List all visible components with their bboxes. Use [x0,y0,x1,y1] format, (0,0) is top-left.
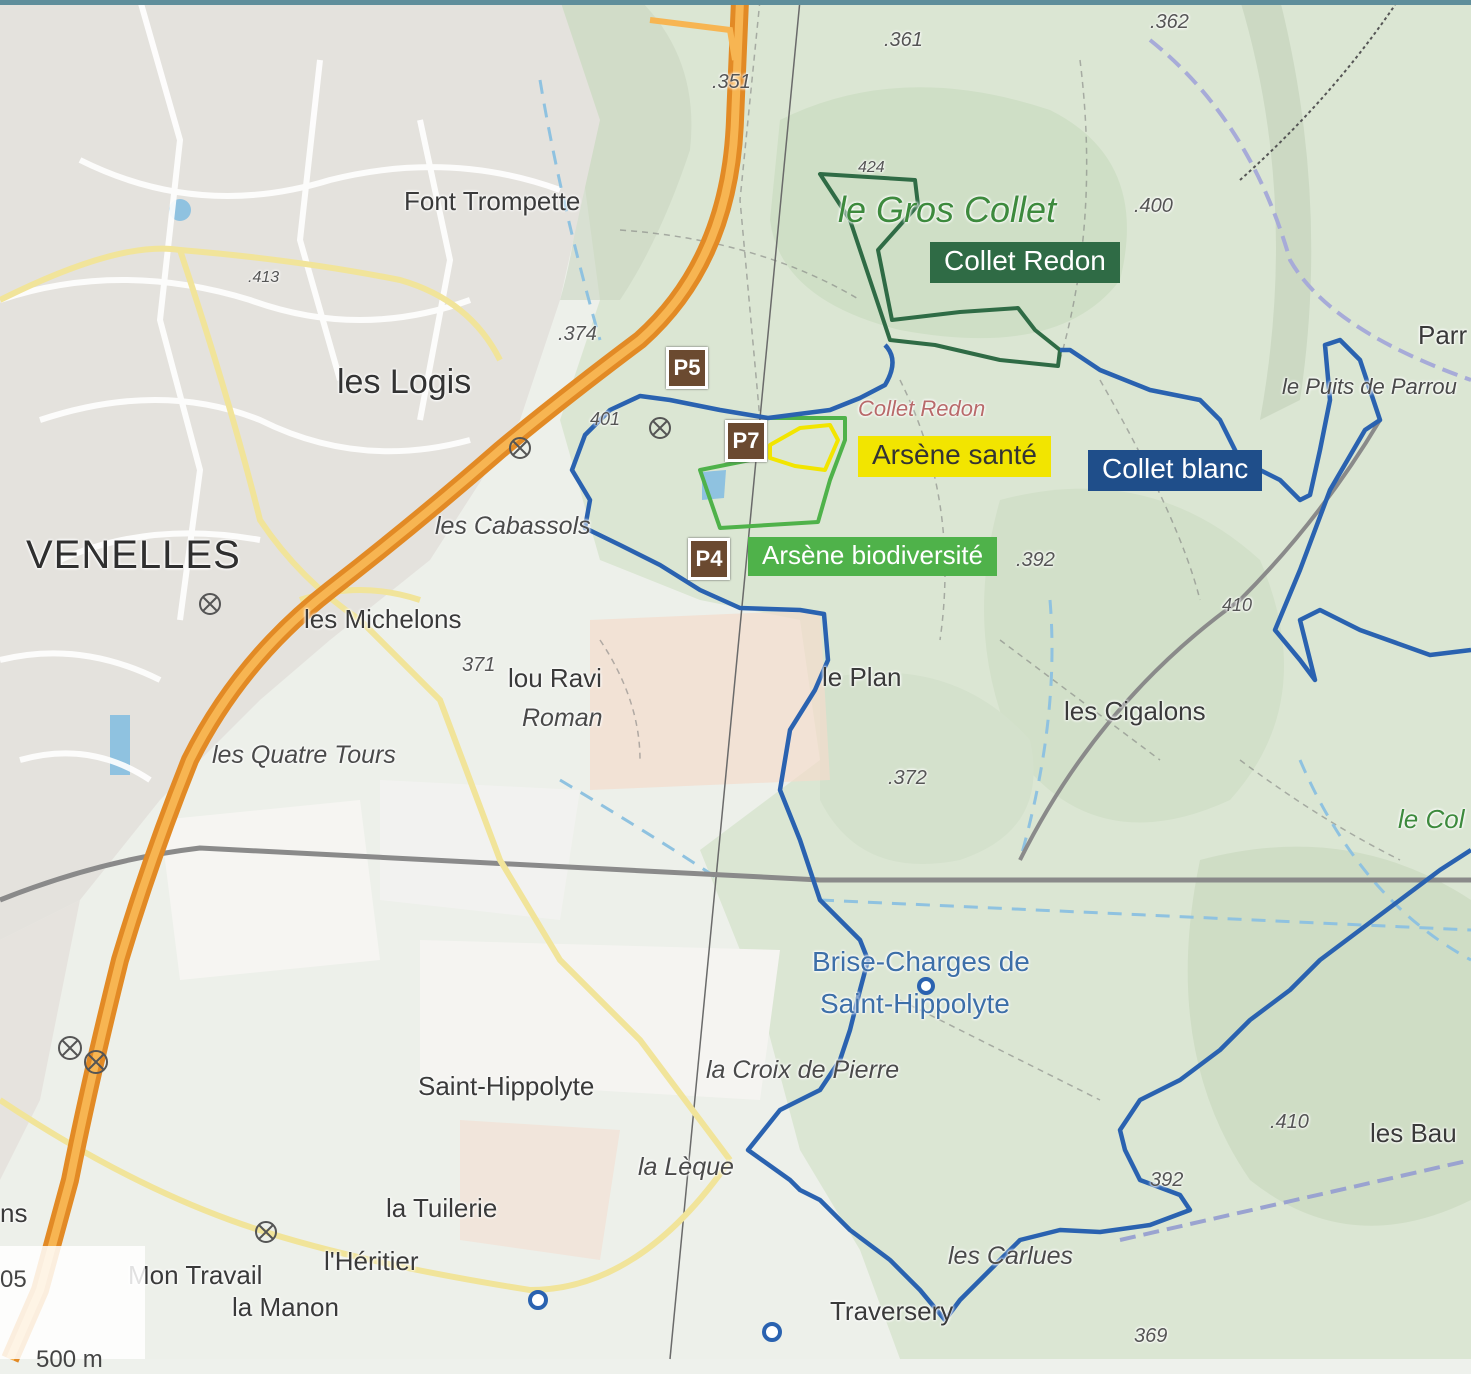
altitude-362: .362 [1150,11,1189,33]
place-la-tuilerie: la Tuilerie [386,1193,498,1223]
altitude-401: 401 [590,409,621,429]
place-la-manon: la Manon [232,1292,339,1322]
scale-left-value: 05 [0,1266,27,1293]
place-font-trompette: Font Trompette [404,186,581,216]
place-brise-charges: Brise-Charges de [812,946,1030,977]
route-collet-blanc-line [569,337,1471,1323]
route-tag-arsene-sante[interactable]: Arsène santé [858,436,1051,477]
top-border [0,0,1471,5]
place-collet-redon: Collet Redon [858,396,986,421]
altitude-351: .351 [712,71,751,93]
altitude-410: 410 [1222,595,1253,615]
place-le-col: le Col [1398,804,1465,834]
place-lou-ravi: lou Ravi [508,663,602,693]
scale-box: 05 500 m [0,1246,145,1373]
place-roman: Roman [522,704,603,732]
altitude-400: .400 [1134,195,1173,217]
altitude-392-south: 392 [1150,1169,1184,1191]
place-les-bau: les Bau [1370,1118,1457,1148]
altitude-361: .361 [884,29,923,51]
altitude-374: .374 [558,323,597,345]
place-parr: Parr [1418,320,1468,350]
altitude-371: 371 [462,654,496,676]
place-le-puits-de-parrou: le Puits de Parrou [1282,374,1457,399]
place-les-quatre-tours: les Quatre Tours [212,741,396,769]
altitude-413: .413 [248,269,280,286]
route-collet-redon-line [818,172,1062,368]
place-saint-hippolyte: Saint-Hippolyte [418,1071,595,1101]
altitude-424: 424 [858,159,885,176]
place-brise-charges-saint-hippolyte: Saint-Hippolyte [820,988,1010,1019]
place-la-leque: la Lèque [638,1153,734,1181]
place-les-michelons: les Michelons [304,604,462,634]
route-tag-arsene-biodiversite[interactable]: Arsène biodiversité [748,537,998,576]
place-le-plan: le Plan [822,662,902,692]
parking-marker-p5[interactable]: P5 [666,347,708,389]
route-tag-collet-blanc[interactable]: Collet blanc [1088,450,1263,491]
route-arsene-biodiversite-line [698,416,847,530]
parking-marker-p7[interactable]: P7 [725,420,767,462]
route-tag-collet-redon[interactable]: Collet Redon [930,242,1120,283]
place-ns: ns [0,1198,28,1228]
altitude-410-south: .410 [1270,1111,1309,1133]
route-arsene-sante-line [768,423,840,472]
place-l-heritier: l'Héritier [324,1246,419,1276]
place-traversery: Traversery [830,1296,954,1326]
place-les-carlues: les Carlues [948,1242,1074,1270]
place-les-cigalons: les Cigalons [1064,696,1206,726]
place-venelles: VENELLES [26,533,241,577]
altitude-372: .372 [888,767,927,789]
altitude-392: .392 [1016,549,1055,571]
place-la-croix-de-pierre: la Croix de Pierre [706,1056,900,1084]
place-mon-travail: Mon Travail [128,1260,263,1290]
place-les-logis: les Logis [337,363,472,401]
scale-bottom-value: 500 m [36,1346,103,1373]
altitude-369: 369 [1134,1325,1168,1347]
place-les-cabassols: les Cabassols [435,512,591,540]
place-le-gros-collet: le Gros Collet [838,189,1057,230]
parking-marker-p4[interactable]: P4 [688,538,730,580]
